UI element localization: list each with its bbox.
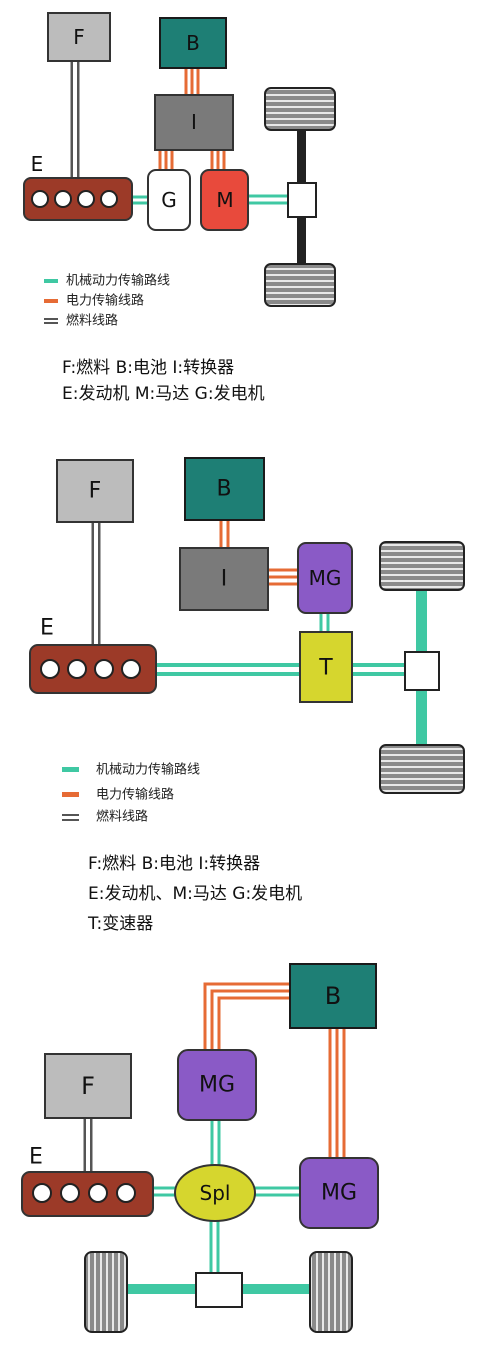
fuel-label: F (81, 1072, 95, 1100)
mechanical-line-splitter-differential (209, 1220, 220, 1275)
generator-box: G (147, 169, 191, 231)
legend: 机械动力传输路线 电力传输线路 燃料线路 (44, 273, 170, 329)
cylinder-icon (60, 1183, 80, 1203)
electric-line-battery-right-motor-generator (328, 1028, 346, 1158)
electric-line-inverter-generator (158, 150, 174, 170)
battery-label: B (216, 477, 231, 502)
legend: 机械动力传输路线 电力传输线路 燃料线路 (62, 762, 200, 825)
splitter-label: Spl (200, 1181, 231, 1205)
motor-generator-top-label: MG (199, 1073, 235, 1098)
fuel-label: F (73, 25, 85, 49)
key-line-1: F:燃料 B:电池 I:转换器 (88, 854, 260, 874)
tire-front-icon (379, 541, 465, 591)
abbreviation-key: F:燃料 B:电池 I:转换器 E:发动机 M:马达 G:发电机 (62, 358, 265, 404)
inverter-box: I (179, 547, 269, 611)
fuel-tank-box: F (44, 1053, 132, 1119)
differential-box (195, 1272, 243, 1308)
fuel-tank-box: F (56, 459, 134, 523)
mechanical-line-engine-generator (132, 195, 148, 205)
electric-line-battery-inverter (184, 68, 200, 95)
motor-generator-right-box: MG (299, 1157, 379, 1229)
cylinder-icon (32, 1183, 52, 1203)
diagram-2-parallel-hybrid: F B I MG T E (29, 457, 465, 934)
key-line-1: F:燃料 B:电池 I:转换器 (62, 358, 234, 378)
diagram-3-power-split-hybrid: B MG F E Spl MG (21, 963, 379, 1333)
cylinder-icon (121, 659, 141, 679)
inverter-box: I (154, 94, 234, 151)
engine-block: E (21, 1145, 154, 1217)
key-line-2: E:发动机、M:马达 G:发电机 (88, 884, 302, 904)
elec-legend-swatch (62, 792, 79, 797)
cylinder-icon (31, 190, 49, 208)
mechanical-line-motor-differential (248, 194, 288, 205)
transmission-box: T (299, 631, 353, 703)
fuel-tank-box: F (47, 12, 111, 62)
motor-box: M (200, 169, 249, 231)
cylinder-icon (100, 190, 118, 208)
tire-rear-icon (379, 744, 465, 794)
legend-fuel: 燃料线路 (96, 809, 148, 825)
motor-generator-right-label: MG (321, 1181, 357, 1206)
electric-line-battery-inverter (219, 520, 230, 548)
engine-label: E (31, 152, 44, 176)
battery-label: B (325, 982, 341, 1010)
motor-label: M (216, 188, 233, 212)
battery-box: B (184, 457, 265, 521)
legend-elec: 电力传输线路 (66, 293, 144, 309)
cylinder-icon (116, 1183, 136, 1203)
cylinder-icon (67, 659, 87, 679)
generator-label: G (161, 188, 177, 212)
legend-elec: 电力传输线路 (96, 787, 174, 803)
mechanical-line-engine-splitter (153, 1186, 176, 1197)
battery-label: B (186, 31, 200, 55)
transmission-label: T (318, 656, 333, 681)
motor-generator-box: MG (297, 542, 353, 614)
mechanical-line-motor-generator-transmission (319, 612, 330, 632)
power-splitter: Spl (174, 1164, 256, 1222)
legend-fuel: 燃料线路 (66, 313, 118, 329)
cylinder-icon (88, 1183, 108, 1203)
cylinder-icon (77, 190, 95, 208)
fuel-legend-swatch (62, 814, 79, 816)
mechanical-line-top-motor-generator-splitter (210, 1120, 221, 1168)
engine-label: E (29, 1145, 43, 1170)
inverter-label: I (221, 567, 228, 592)
fuel-legend-swatch (44, 318, 58, 320)
battery-box: B (159, 17, 227, 69)
inverter-label: I (191, 110, 197, 134)
motor-generator-label: MG (309, 566, 342, 590)
diagram-1-series-hybrid: F B I G M E (23, 12, 336, 404)
mechanical-line-transmission-differential (352, 663, 405, 676)
electric-line-inverter-motor-generator (268, 568, 298, 586)
tire-rear-icon (264, 263, 336, 307)
engine-block: E (23, 152, 133, 221)
engine-label: E (40, 616, 54, 641)
cylinder-icon (40, 659, 60, 679)
motor-generator-top-box: MG (177, 1049, 257, 1121)
engine-block: E (29, 616, 157, 694)
differential-box (404, 651, 440, 691)
key-line-2: E:发动机 M:马达 G:发电机 (62, 384, 265, 404)
legend-mech: 机械动力传输路线 (66, 273, 170, 289)
abbreviation-key: F:燃料 B:电池 I:转换器 E:发动机、M:马达 G:发电机 T:变速器 (87, 854, 302, 934)
mech-legend-swatch (44, 279, 58, 283)
cylinder-icon (54, 190, 72, 208)
tire-right-icon (309, 1251, 353, 1333)
fuel-label: F (89, 479, 102, 504)
tire-front-icon (264, 87, 336, 131)
mech-legend-swatch (62, 767, 79, 772)
key-line-3: T:变速器 (87, 914, 153, 934)
electric-line-battery-top-motor-generator (203, 982, 290, 1050)
legend-mech: 机械动力传输路线 (96, 762, 200, 778)
electric-line-inverter-motor (210, 150, 226, 170)
mechanical-line-engine-transmission (156, 663, 300, 676)
mechanical-line-splitter-right-motor-generator (255, 1186, 300, 1197)
elec-legend-swatch (44, 299, 58, 303)
tire-left-icon (84, 1251, 128, 1333)
differential-box (287, 182, 317, 218)
battery-box: B (289, 963, 377, 1029)
cylinder-icon (94, 659, 114, 679)
